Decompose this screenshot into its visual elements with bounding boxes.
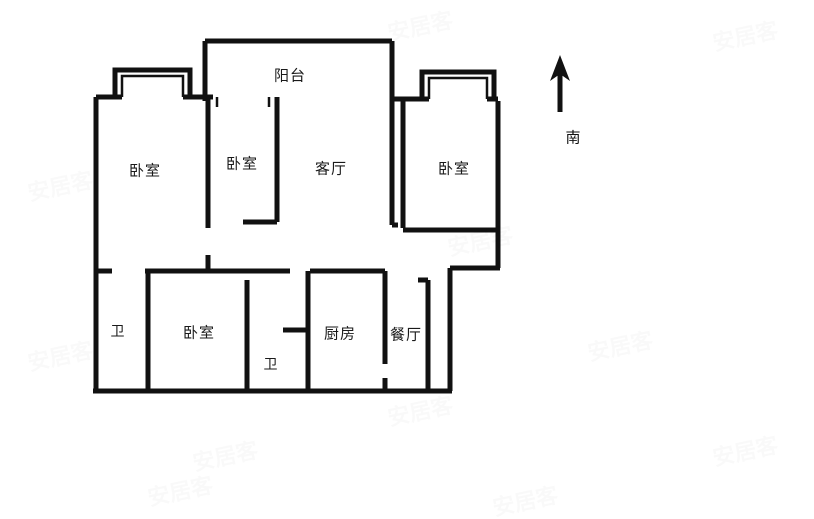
bay-window-left-bedroom-glazing bbox=[120, 74, 185, 97]
compass-direction-label: 南 bbox=[565, 128, 581, 147]
compass-arrow bbox=[550, 55, 570, 112]
bay-window-left-bedroom-frame bbox=[112, 67, 193, 97]
door-jambs bbox=[215, 97, 271, 107]
bay-window-right-bedroom-frame bbox=[419, 69, 497, 99]
compass-arrow-head-icon bbox=[550, 55, 570, 81]
interior-walls bbox=[96, 94, 498, 391]
bay-window-right-bedroom-glazing bbox=[427, 76, 489, 99]
bay-windows bbox=[112, 67, 497, 99]
exterior-walls bbox=[93, 38, 501, 394]
